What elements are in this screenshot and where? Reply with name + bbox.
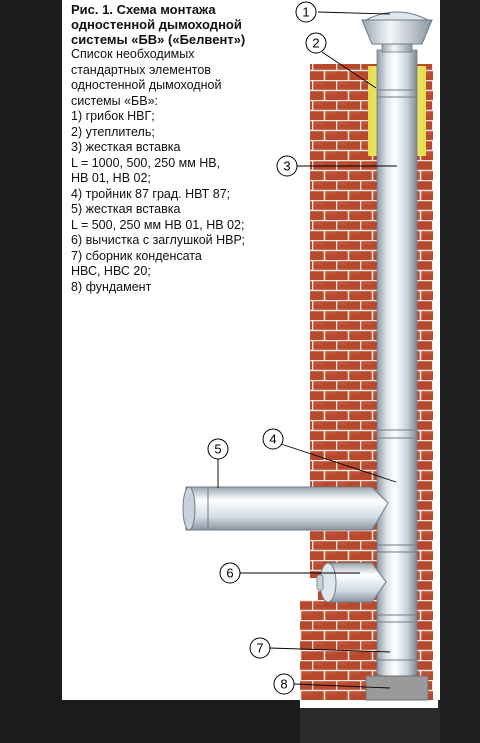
vertical-pipe: [376, 49, 418, 679]
foundation: [365, 675, 429, 701]
frame-right-edge: [440, 0, 480, 743]
caption-line: Список необходимых: [71, 47, 195, 61]
callout-number-4: 4: [269, 432, 276, 447]
caption: Рис. 1. Схема монтажа одностенной дымохо…: [71, 2, 281, 295]
callout-circle-5: [207, 438, 229, 460]
cap-umbrella: [361, 19, 433, 45]
callout-number-8: 8: [280, 677, 287, 692]
callout-number-5: 5: [214, 442, 221, 457]
frame-dark-right: [300, 0, 480, 743]
caption-line: системы «БВ»:: [71, 93, 158, 108]
brick-wall-lower-left: [300, 600, 320, 700]
caption-line: 6) вычистка с заглушкой НВР;: [71, 233, 246, 247]
caption-title-line: системы «БВ» («Белвент»): [71, 32, 246, 47]
leader-line-8: [293, 683, 391, 689]
caption-title-line: одностенной дымоходной: [71, 17, 242, 32]
horizontal-pipe: [185, 486, 389, 531]
callout-circle-3: [276, 155, 298, 177]
caption-line: 1) грибок НВГ;: [71, 109, 155, 123]
horizontal-pipe-end: [182, 486, 196, 531]
leader-line-4: [280, 443, 397, 483]
callout-number-1: 1: [302, 5, 309, 20]
caption-line: стандартных элементов: [71, 62, 211, 77]
callout-number-6: 6: [226, 566, 233, 581]
caption-title-line: Рис. 1. Схема монтажа: [71, 2, 216, 17]
frame-dark-left: [0, 0, 300, 743]
caption-line: 3) жесткая вставка: [71, 140, 181, 154]
callout-circle-1: [295, 1, 317, 23]
caption-line: 2) утеплитель;: [71, 124, 155, 139]
callout-number-2: 2: [312, 36, 319, 51]
caption-line: 8) фундамент: [71, 279, 152, 294]
callout-circle-2: [305, 32, 327, 54]
caption-line: L = 500, 250 мм НВ 01, НВ 02;: [71, 217, 245, 232]
callout-number-3: 3: [283, 159, 290, 174]
caption-line: НВС, НВС 20;: [71, 264, 151, 278]
caption-line: одностенной дымоходной: [71, 78, 222, 92]
caption-line: 5) жесткая вставка: [71, 202, 181, 216]
caption-line: 7) сборник конденсата: [71, 248, 202, 263]
caption-line: НВ 01, НВ 02;: [71, 171, 151, 185]
leader-line-1: [317, 11, 391, 15]
callout-circle-6: [219, 562, 241, 584]
caption-line: L = 1000, 500, 250 мм НВ,: [71, 155, 221, 170]
callout-circle-4: [262, 428, 284, 450]
leader-line-7: [269, 647, 391, 653]
cleanout-knob: [316, 574, 324, 591]
callout-circle-8: [273, 673, 295, 695]
caption-line: 4) тройник 87 град. НВТ 87;: [71, 186, 231, 201]
callout-circle-7: [249, 637, 271, 659]
leader-line-2: [321, 51, 377, 89]
callout-number-7: 7: [256, 641, 263, 656]
